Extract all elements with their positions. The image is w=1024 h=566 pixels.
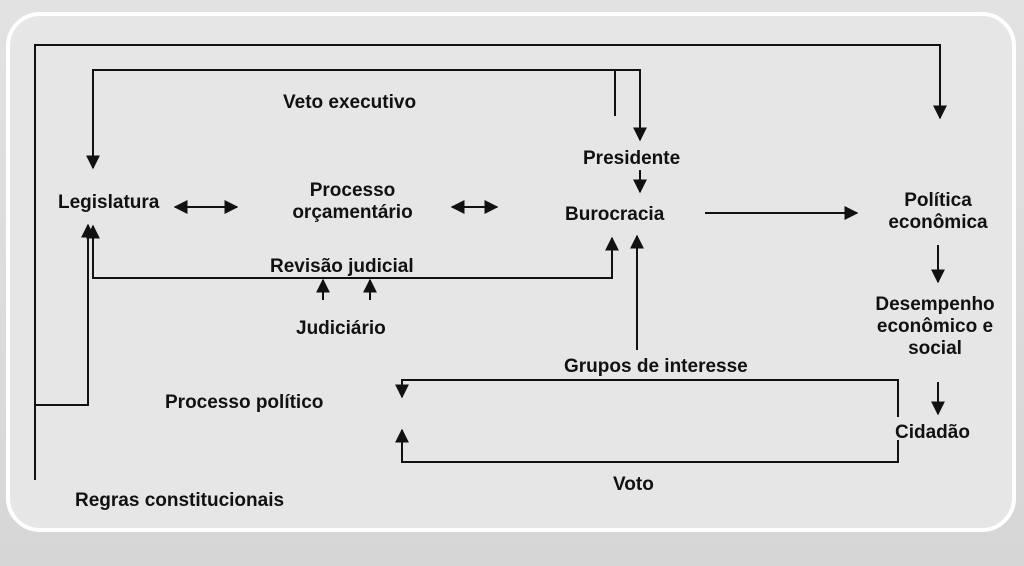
loop-regras-to-politica bbox=[34, 44, 947, 480]
edge-label-grupos-interesse: Grupos de interesse bbox=[564, 356, 748, 377]
diagram-panel bbox=[6, 12, 1016, 532]
voto-loop bbox=[395, 428, 899, 463]
node-presidente: Presidente bbox=[583, 148, 681, 169]
edge-label-processo-politico: Processo político bbox=[165, 392, 324, 413]
node-judiciario: Judiciário bbox=[296, 318, 386, 339]
edge-label-veto-executivo: Veto executivo bbox=[283, 92, 417, 113]
node-legislatura: Legislatura bbox=[58, 192, 160, 213]
processo-politico-to-legislatura bbox=[35, 223, 95, 406]
node-cidadao: Cidadão bbox=[895, 422, 970, 443]
node-desempenho: Desempenho econômico e social bbox=[875, 294, 995, 359]
cidadao-to-grupos-loop bbox=[395, 379, 899, 417]
edge-label-revisao-judicial: Revisão judicial bbox=[270, 256, 414, 277]
veto-line-top bbox=[615, 69, 641, 116]
edge-label-processo-orcamentario: Processo orçamentário bbox=[292, 180, 413, 223]
veto-line-left bbox=[92, 69, 615, 168]
edge-label-regras-constitucionais: Regras constitucionais bbox=[75, 490, 285, 511]
edge-label-voto: Voto bbox=[613, 474, 654, 495]
revisao-judicial-loop bbox=[86, 224, 619, 279]
node-burocracia: Burocracia bbox=[565, 204, 665, 225]
node-politica-economica: Política econômica bbox=[888, 190, 988, 233]
